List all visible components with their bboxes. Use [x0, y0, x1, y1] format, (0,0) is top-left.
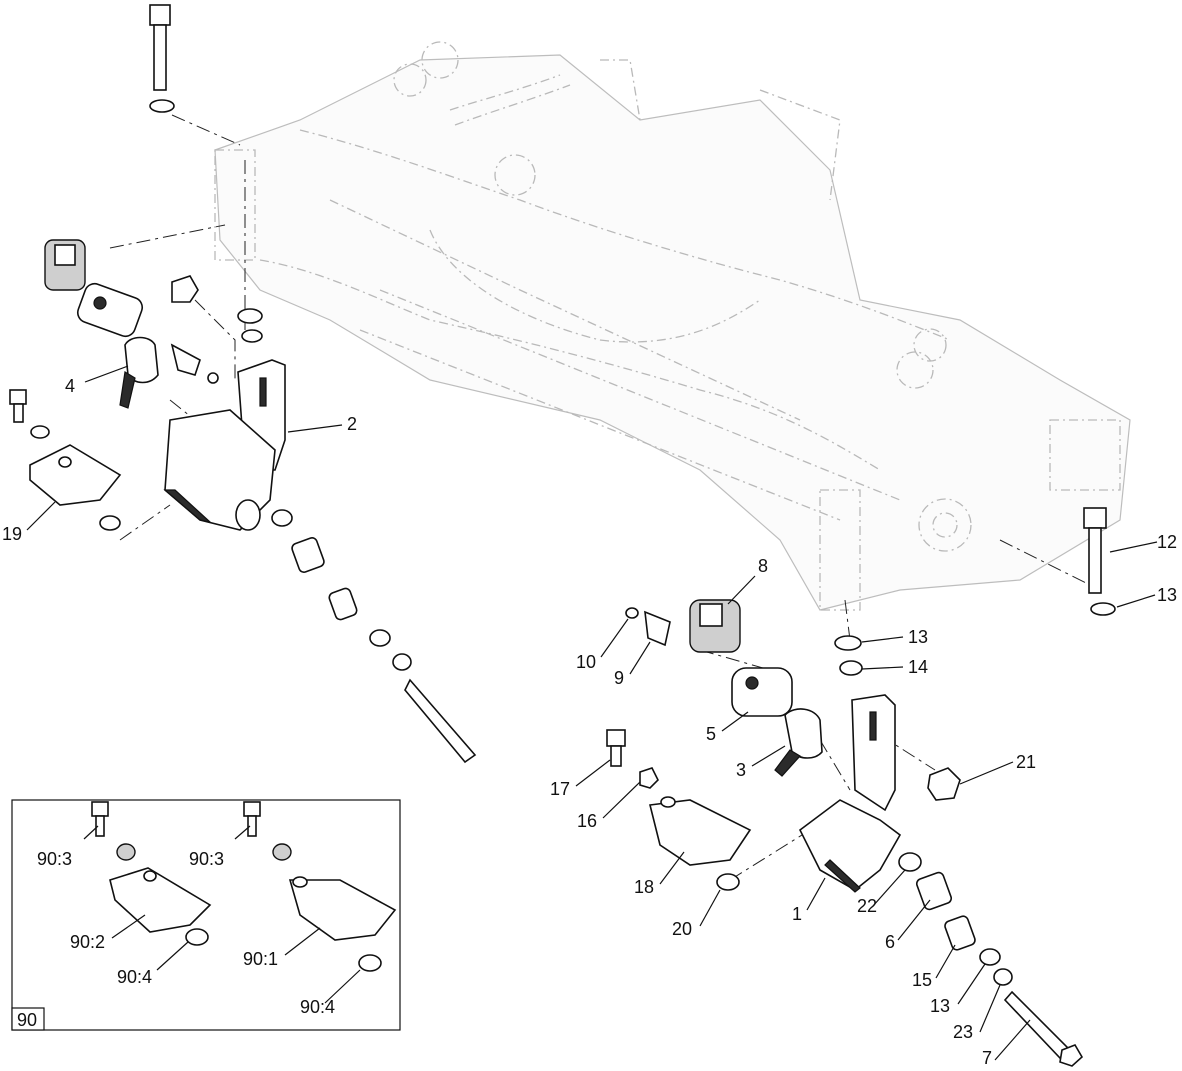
callout-19: 19: [2, 524, 22, 544]
callout-17: 17: [550, 779, 570, 799]
skid-plate-19: [29, 444, 122, 531]
nut-21: [927, 767, 961, 801]
bushing-5: [731, 667, 793, 717]
callout-3: 3: [736, 760, 746, 780]
spring-left: [271, 509, 477, 764]
callout-13-top: 13: [1157, 585, 1177, 605]
skid-plate-18: [649, 796, 752, 891]
callout-9: 9: [614, 668, 624, 688]
callout-5: 5: [706, 724, 716, 744]
inset-bolt-a: [91, 801, 136, 861]
bushing-left: [76, 282, 144, 338]
callout-23: 23: [953, 1022, 973, 1042]
tab-bracket-left: [170, 343, 219, 384]
callout-13-bottom: 13: [930, 996, 950, 1016]
callout-14: 14: [908, 657, 928, 677]
spring-right: [898, 852, 1084, 1067]
callout-1: 1: [792, 904, 802, 924]
callout-12: 12: [1157, 532, 1177, 552]
inset-plate-b: [288, 876, 397, 972]
callout-2: 2: [347, 414, 357, 434]
bolt-left-small: [9, 389, 50, 439]
inset-callout-90-2: 90:2: [70, 932, 105, 952]
inset-callout-90-1: 90:1: [243, 949, 278, 969]
callout-13-mid: 13: [908, 627, 928, 647]
callout-18: 18: [634, 877, 654, 897]
clamp-assembly-left: [163, 409, 276, 531]
callout-10: 10: [576, 652, 596, 672]
bracket-right: [851, 694, 896, 812]
handle-4: [119, 336, 159, 409]
bolt-17: [606, 729, 659, 789]
callout-20: 20: [672, 919, 692, 939]
inset-callout-90-4-a: 90:4: [117, 967, 152, 987]
callout-16: 16: [577, 811, 597, 831]
callout-4: 4: [65, 376, 75, 396]
nut-left: [171, 275, 199, 303]
callout-7: 7: [982, 1048, 992, 1068]
knob-left: [44, 239, 86, 291]
washer-left-top: [237, 308, 263, 343]
callout-22: 22: [857, 896, 877, 916]
inset-tag: 90: [17, 1010, 37, 1030]
inset-plate-a: [109, 867, 212, 946]
inset-bolt-b: [243, 801, 292, 861]
leader-lines: [26, 365, 1158, 1061]
callout-15: 15: [912, 970, 932, 990]
callout-8: 8: [758, 556, 768, 576]
phantom-lines: [109, 114, 1101, 881]
clamp-1: [798, 799, 902, 893]
callout-21: 21: [1016, 752, 1036, 772]
screw-10: [625, 607, 639, 619]
inset-90: [11, 799, 401, 1031]
bolt-top-left: [149, 4, 175, 113]
knob-8: [689, 599, 741, 653]
frame-assembly: [214, 41, 1131, 611]
bolt-12: [1083, 507, 1116, 616]
callout-labels: 4 2 19 12 13 8 13 14 10 9 5 3 21 17 16 1…: [2, 376, 1177, 1068]
washer-13-right: [834, 635, 863, 676]
tab-9: [644, 610, 671, 647]
inset-callout-90-3-b: 90:3: [189, 849, 224, 869]
handle-3: [774, 708, 823, 777]
callout-6: 6: [885, 932, 895, 952]
inset-callout-90-3-a: 90:3: [37, 849, 72, 869]
inset-callout-90-4-b: 90:4: [300, 997, 335, 1017]
